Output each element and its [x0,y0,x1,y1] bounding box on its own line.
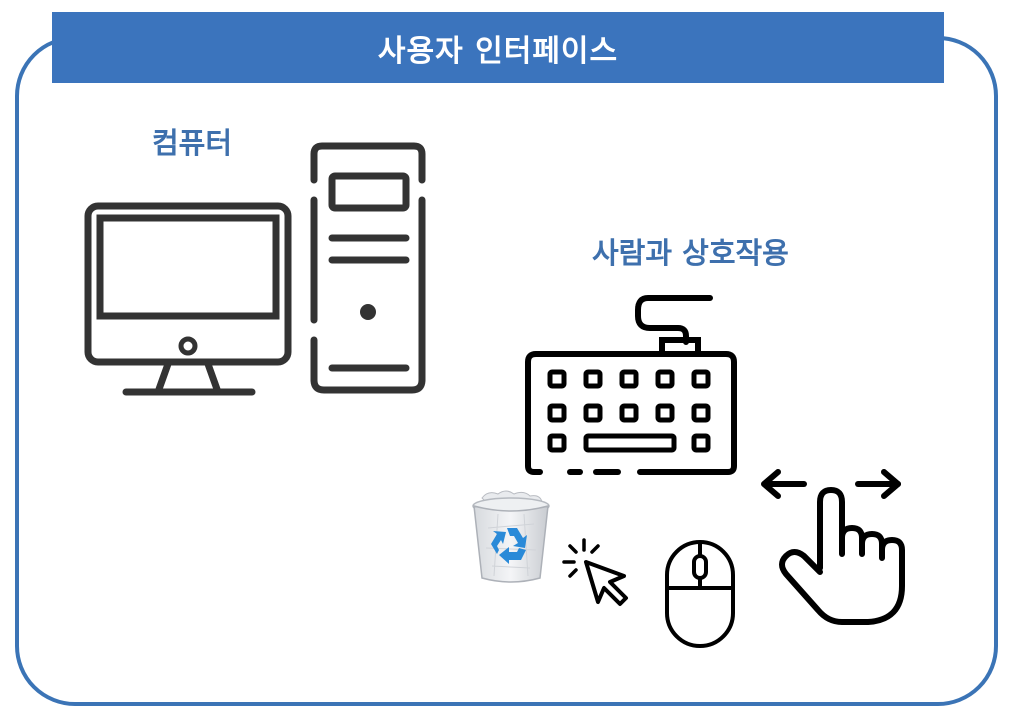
interaction-label: 사람과 상호작용 [592,236,789,270]
pc-tower-icon [310,142,426,394]
diagram-title: 사용자 인터페이스 [52,12,944,83]
recycle-bin-icon [472,490,550,583]
computer-label: 컴퓨터 [152,126,233,160]
click-cursor-icon [562,538,628,606]
mouse-icon [665,540,735,648]
keyboard-icon [525,295,737,475]
diagram-frame [15,36,998,706]
swipe-gesture-icon [761,469,905,625]
monitor-icon [84,202,292,396]
